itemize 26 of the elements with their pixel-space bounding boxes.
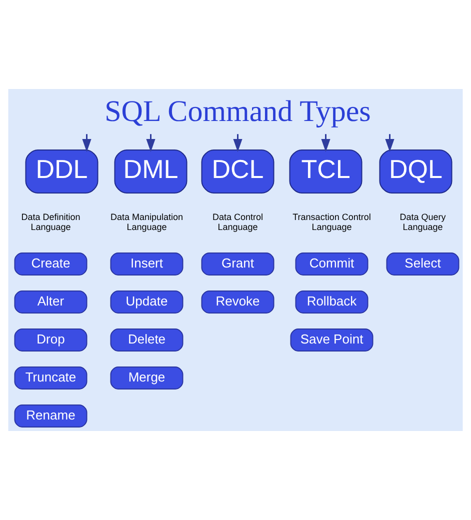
node-box: DCL — [201, 150, 274, 194]
node-box: Merge — [110, 366, 184, 390]
node-box: Insert — [110, 252, 184, 276]
node-label: Data Control Language — [212, 212, 264, 232]
node-box: Rollback — [295, 290, 368, 314]
node-box: TCL — [289, 150, 362, 194]
node-text: SQL Command Types — [104, 95, 371, 128]
node-box: Grant — [201, 252, 274, 276]
node-box: DML — [114, 150, 188, 194]
node-box: Commit — [295, 252, 368, 276]
node-box: Revoke — [201, 290, 274, 314]
node-label: Transaction Control Language — [292, 212, 371, 232]
node-box: Select — [386, 252, 460, 276]
node-box: Save Point — [290, 328, 374, 352]
node-box: DQL — [379, 150, 452, 194]
node-box: Alter — [14, 290, 88, 314]
node-label: Data Manipulation Language — [110, 212, 184, 232]
node-box: Rename — [14, 404, 88, 428]
node-label: Data Query Language — [400, 212, 446, 232]
node-box: DDL — [25, 150, 98, 194]
node-box: Create — [14, 252, 88, 276]
node-box: Truncate — [14, 366, 88, 390]
node-box: Drop — [14, 328, 88, 352]
node-label: Data Definition Language — [21, 212, 80, 232]
node-box: Delete — [110, 328, 184, 352]
node-box: Update — [110, 290, 184, 314]
